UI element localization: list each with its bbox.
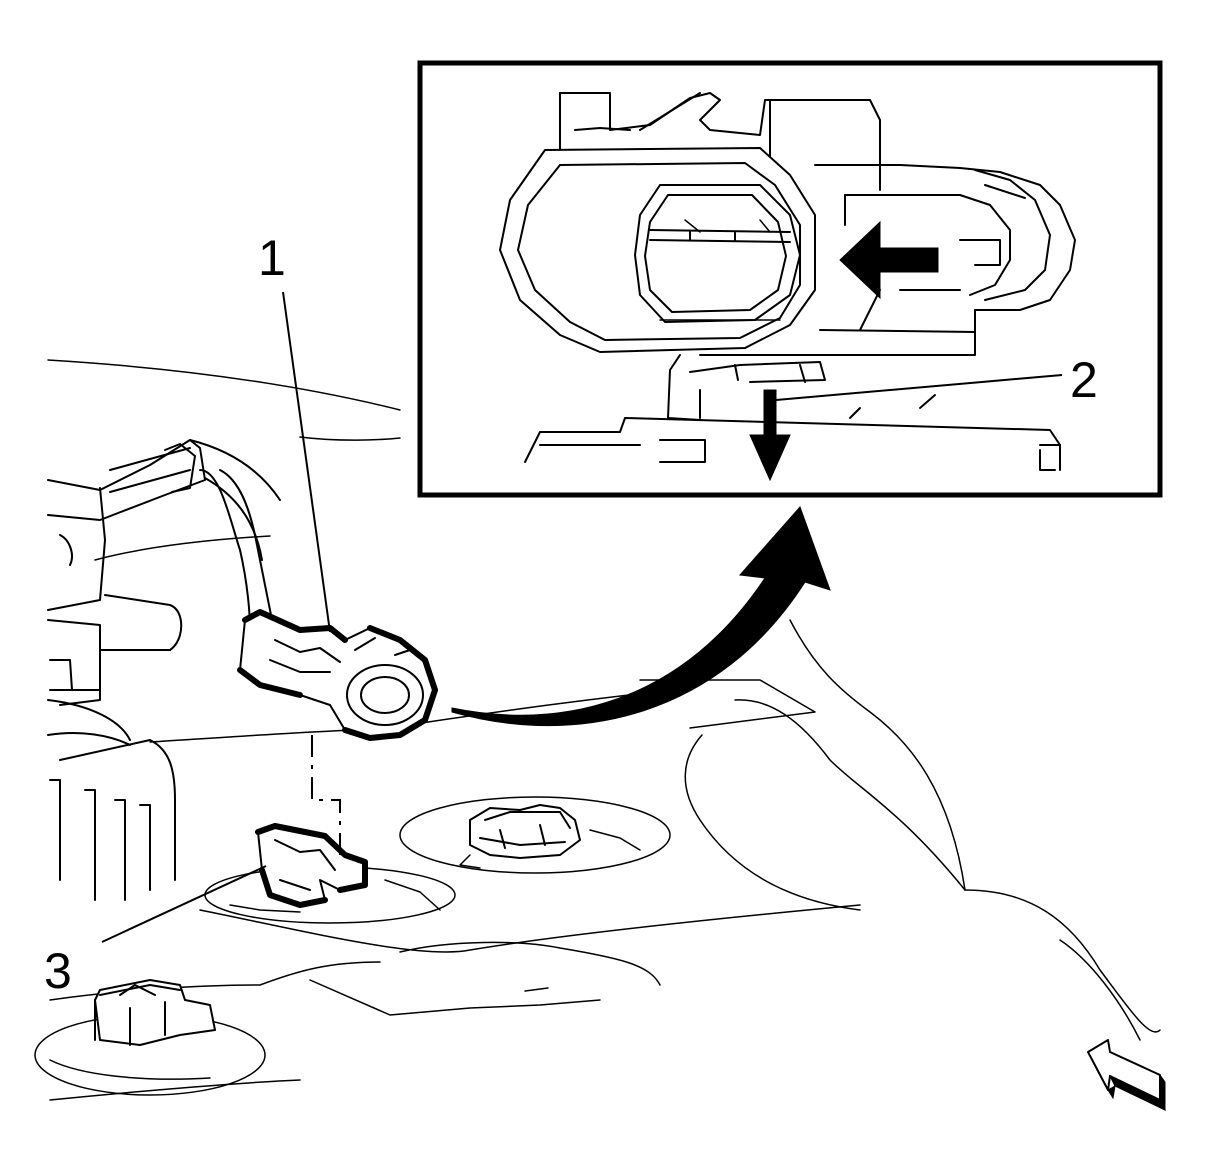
view-direction-arrow-icon	[1087, 1039, 1167, 1112]
lower-clip	[94, 979, 216, 1046]
install-path-line	[311, 735, 341, 860]
arrow-down-icon	[749, 389, 791, 482]
connector-detail	[499, 92, 1076, 471]
connector-bracket-3	[204, 823, 456, 924]
leader-line-2	[775, 374, 1063, 401]
callout-3: 3	[44, 943, 72, 999]
detail-view-inset: 2	[417, 60, 1163, 498]
connector-1	[237, 609, 438, 741]
leader-line-3	[101, 865, 267, 943]
callout-2: 2	[1070, 352, 1098, 408]
curved-arrow-icon	[451, 506, 831, 727]
harness-clip	[399, 796, 671, 874]
arrow-left-icon	[839, 220, 939, 300]
leader-line-1	[282, 291, 331, 633]
background-scene	[34, 359, 1161, 1101]
callout-1: 1	[258, 230, 286, 286]
